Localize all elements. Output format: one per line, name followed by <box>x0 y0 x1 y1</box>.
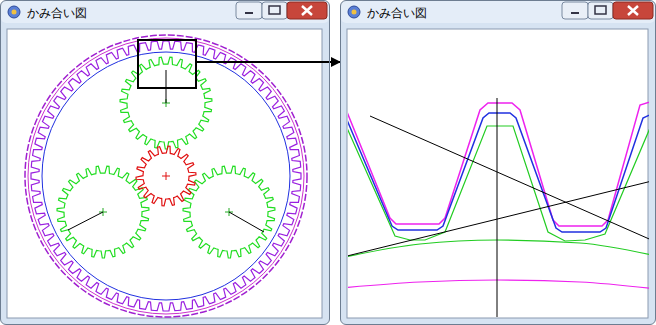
window-buttons <box>236 2 327 19</box>
app-window: かみ合い図 <box>340 0 656 325</box>
app-window: かみ合い図 <box>0 0 330 325</box>
zoom-box <box>138 40 196 88</box>
app-icon <box>8 6 20 18</box>
zoomed-tooth-view <box>340 98 656 318</box>
app-icon <box>348 6 360 18</box>
planetary-gear <box>25 35 307 317</box>
zoom-arrow <box>196 61 340 63</box>
window-frame <box>341 1 656 325</box>
window-title: かみ合い図 <box>367 6 427 20</box>
window-title: かみ合い図 <box>27 6 87 20</box>
window-frame <box>1 1 330 325</box>
window-buttons <box>562 2 653 19</box>
